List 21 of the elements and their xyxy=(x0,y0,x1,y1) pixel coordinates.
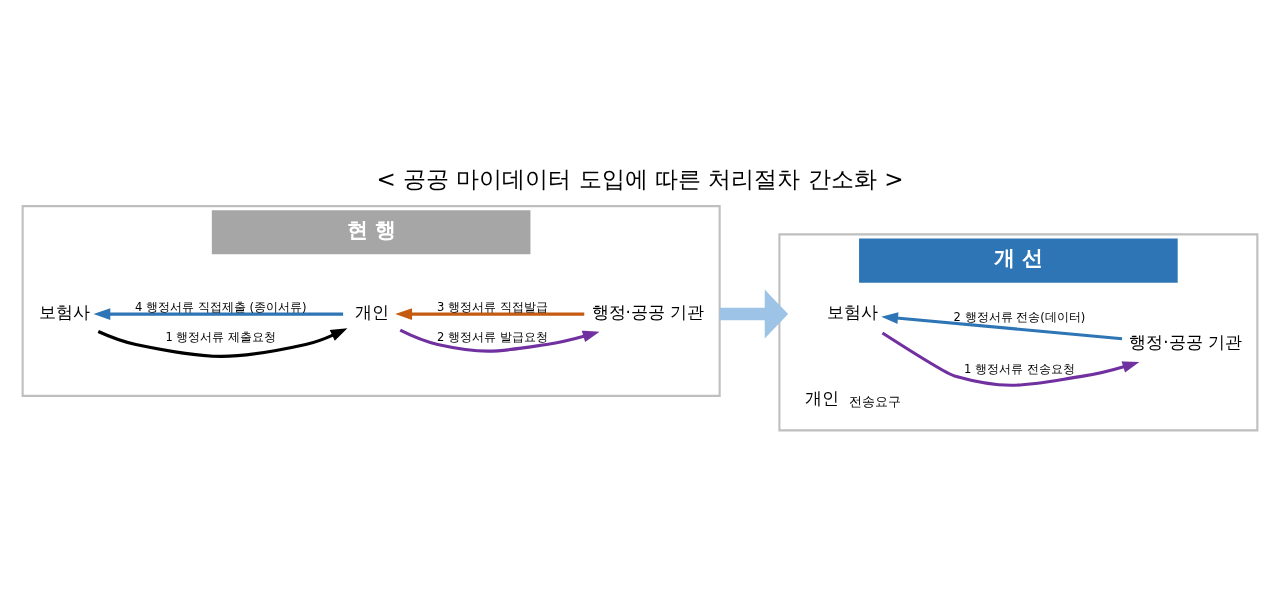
arrow xyxy=(881,311,1123,340)
edge-label: 1 행정서류 전송요청 xyxy=(964,361,1075,376)
edge-label: 4 행정서류 직접제출 (종이서류) xyxy=(135,299,307,314)
arrow xyxy=(399,328,600,353)
arrow xyxy=(97,327,348,358)
edge-label: 2 행정서류 전송(데이터) xyxy=(953,309,1086,324)
node-text: 보험사 xyxy=(39,301,91,322)
node-text: 보험사 xyxy=(826,301,878,322)
node-text: 개인 xyxy=(805,387,840,408)
edge-label: 3 행정서류 직접발급 xyxy=(436,299,548,314)
edge-label: 2 행정서류 발급요청 xyxy=(436,329,548,344)
edge-label: 1 행정서류 제출요청 xyxy=(165,329,277,344)
node-text: 행정·공공 기관 xyxy=(591,301,705,322)
arrow xyxy=(93,307,344,320)
arrow xyxy=(881,331,1140,387)
node-text: 행정·공공 기관 xyxy=(1129,331,1242,352)
arrow xyxy=(395,307,585,320)
node-label: 전송요구 xyxy=(849,393,902,409)
node-text: 개인 xyxy=(354,301,389,322)
arrow xyxy=(719,289,789,339)
diagram-title: < 공공 마이데이터 도입에 따른 처리절차 간소화 > xyxy=(376,165,904,192)
